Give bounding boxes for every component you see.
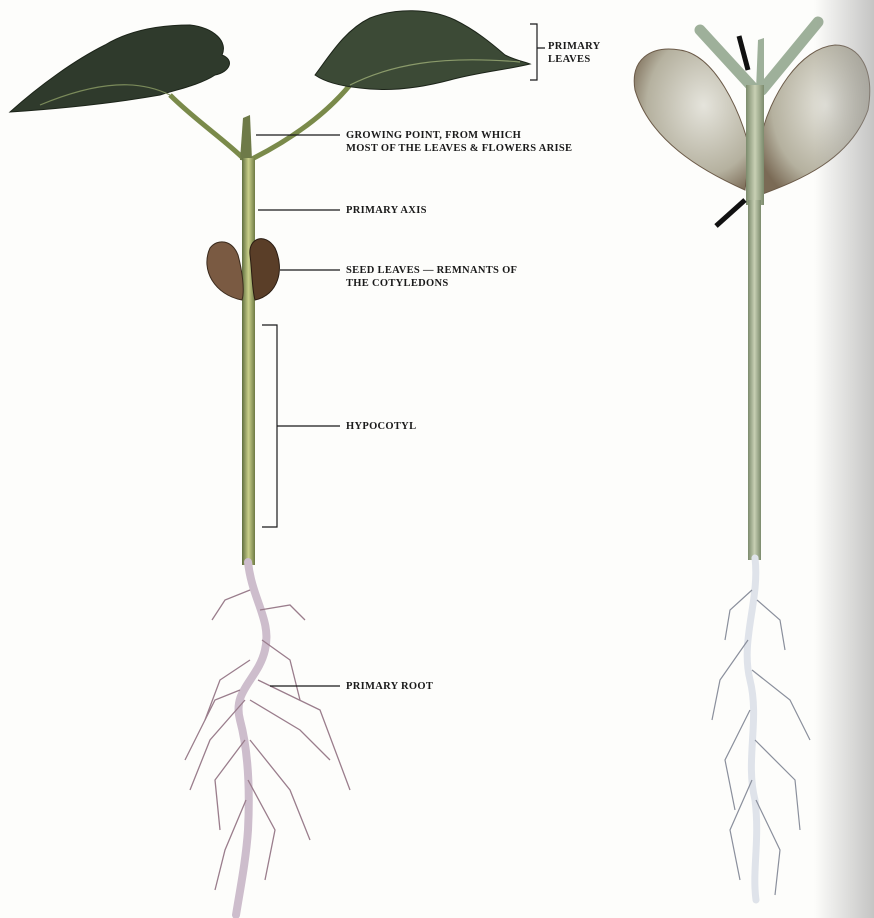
right-stem-lower [748, 200, 761, 560]
arrow-lower [716, 200, 745, 226]
label-seed-leaves: SEED LEAVES — REMNANTS OF THE COTYLEDONS [346, 264, 517, 290]
label-primary-leaves: PRIMARY LEAVES [548, 40, 600, 66]
hypocotyl-stem [242, 315, 255, 565]
primary-leaf-right [315, 11, 530, 90]
right-lateral-roots [712, 590, 810, 895]
growing-point [240, 115, 252, 160]
left-petiole [170, 95, 245, 160]
right-stem [746, 85, 764, 205]
label-primary-axis: PRIMARY AXIS [346, 204, 427, 217]
label-primary-root: PRIMARY ROOT [346, 680, 433, 693]
primary-leaves-bracket [530, 24, 545, 80]
leader-lines [256, 24, 545, 686]
primary-axis-stem [242, 158, 255, 318]
right-primary-root [747, 558, 757, 900]
page-edge-shadow [814, 0, 874, 918]
label-growing-point: GROWING POINT, FROM WHICH MOST OF THE LE… [346, 129, 572, 155]
right-bud [756, 38, 764, 90]
label-hypocotyl: HYPOCOTYL [346, 420, 416, 433]
cotyledon-right [250, 239, 280, 300]
arrow-upper [739, 36, 748, 70]
primary-leaf-left [10, 25, 229, 112]
cotyledon-left [207, 242, 243, 300]
right-petiole [250, 85, 350, 160]
primary-root [236, 562, 266, 915]
hypocotyl-bracket [262, 325, 340, 527]
